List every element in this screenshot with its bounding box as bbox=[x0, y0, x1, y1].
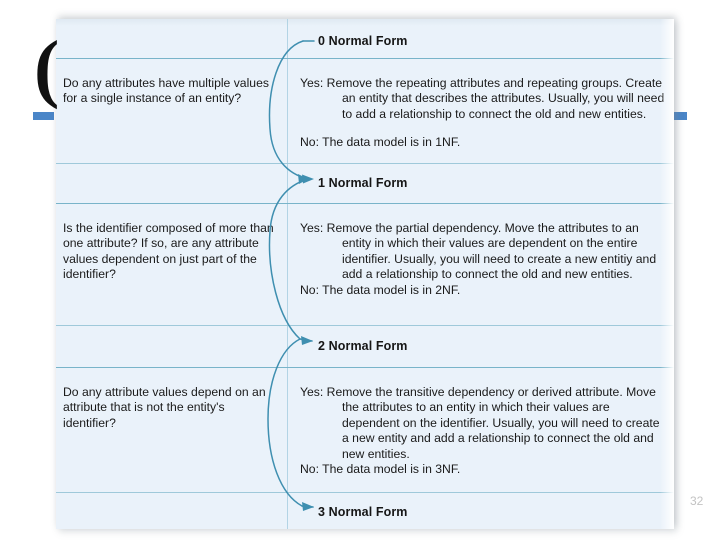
row-qa-3: Do any attribute values depend on an att… bbox=[56, 367, 674, 492]
row-normal-form-2: 2 Normal Form bbox=[56, 325, 674, 367]
row-divider-2 bbox=[56, 163, 674, 164]
row-normal-form-0: 0 Normal Form bbox=[56, 19, 674, 58]
row-divider-1 bbox=[56, 58, 674, 59]
row-qa-2: Is the identifier composed of more than … bbox=[56, 203, 674, 325]
normal-form-label-0: 0 Normal Form bbox=[318, 34, 408, 48]
answer-no-2: No: The data model is in 2NF. bbox=[300, 282, 461, 297]
question-text-2: Is the identifier composed of more than … bbox=[63, 221, 274, 282]
normal-form-label-3: 3 Normal Form bbox=[318, 505, 408, 519]
row-qa-1: Do any attributes have multiple values f… bbox=[56, 58, 674, 163]
decorative-dash-left bbox=[33, 112, 54, 120]
normalization-figure-panel: 0 Normal Form Do any attributes have mul… bbox=[56, 19, 674, 529]
question-text-3: Do any attribute values depend on an att… bbox=[63, 385, 266, 430]
answer-block-2: Yes: Remove the partial dependency. Move… bbox=[300, 221, 666, 298]
answer-block-1: Yes: Remove the repeating attributes and… bbox=[300, 76, 666, 151]
row-normal-form-3: 3 Normal Form bbox=[56, 492, 674, 529]
decorative-dash-right bbox=[666, 112, 687, 120]
answer-yes-3: Yes: Remove the transitive dependency or… bbox=[300, 385, 660, 461]
row-divider-6 bbox=[56, 492, 674, 493]
open-paren-glyph: ( bbox=[34, 26, 60, 110]
answer-block-3: Yes: Remove the transitive dependency or… bbox=[300, 385, 666, 477]
page-number: 32 bbox=[690, 494, 704, 508]
answer-yes-2: Yes: Remove the partial dependency. Move… bbox=[300, 221, 657, 282]
row-divider-5 bbox=[56, 367, 674, 368]
row-divider-3 bbox=[56, 203, 674, 204]
row-normal-form-1: 1 Normal Form bbox=[56, 163, 674, 203]
row-divider-4 bbox=[56, 325, 674, 326]
normal-form-label-2: 2 Normal Form bbox=[318, 339, 408, 353]
question-text-1: Do any attributes have multiple values f… bbox=[63, 76, 269, 106]
normal-form-label-1: 1 Normal Form bbox=[318, 176, 408, 190]
answer-no-3: No: The data model is in 3NF. bbox=[300, 462, 461, 477]
answer-no-1: No: The data model is in 1NF. bbox=[300, 135, 461, 150]
answer-yes-1: Yes: Remove the repeating attributes and… bbox=[300, 76, 665, 121]
